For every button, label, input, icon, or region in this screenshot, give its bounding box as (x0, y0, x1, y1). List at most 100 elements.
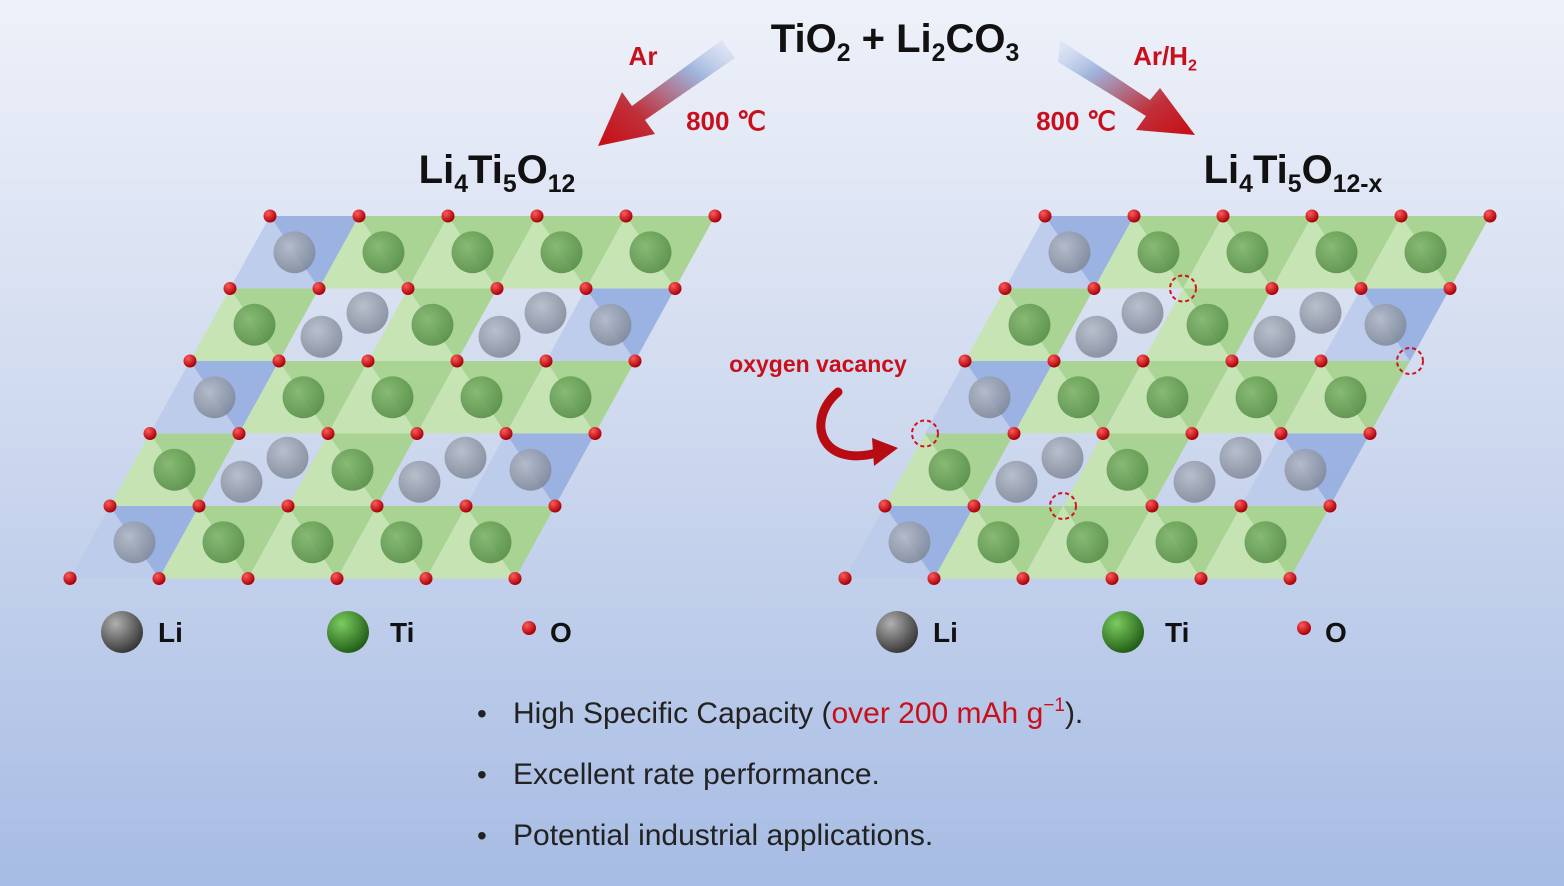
o-atom-icon (419, 572, 433, 585)
lattice-cell-ti (288, 433, 417, 506)
li-atom-icon (1075, 315, 1118, 358)
o-atom-icon (1185, 427, 1199, 440)
ti-atom-icon (1066, 521, 1109, 564)
lattice-cell-ti (1023, 506, 1152, 579)
o-atom-icon (508, 572, 522, 585)
o-atom-icon (1136, 354, 1150, 368)
subscript: 5 (503, 171, 517, 198)
ti-atom-icon (1226, 231, 1269, 274)
ti-atom-icon (1008, 303, 1051, 346)
o-atom-icon (539, 354, 553, 368)
li-atom-icon (589, 303, 632, 346)
o-atom-icon (1314, 354, 1328, 368)
formula-text: Ar (629, 41, 658, 71)
o-atom-icon (1265, 282, 1279, 295)
arrow-to-left-product-icon (598, 40, 735, 146)
o-atom-icon (530, 209, 544, 223)
o-atom-icon (490, 282, 504, 295)
lattice-cell-li (925, 361, 1054, 434)
lattice-cell-ti (506, 361, 635, 434)
lattice-cell-ti (586, 216, 715, 289)
o-atom-icon (1087, 282, 1101, 295)
legend-item-o: O (1297, 617, 1347, 648)
o-atom-icon (281, 499, 295, 513)
right-product-formula: Li4Ti5O12-x (1204, 148, 1383, 198)
o-atom-icon (361, 354, 375, 368)
li-atom-icon (346, 291, 389, 334)
li-atom-icon (398, 460, 441, 503)
o-atom-icon (183, 354, 197, 368)
formula-text: Ti (468, 148, 503, 192)
o-atom-icon (1354, 282, 1368, 295)
lattice-cell-ti (1361, 216, 1490, 289)
ti-atom-icon (928, 448, 971, 491)
o-atom-icon (1363, 427, 1377, 440)
oxygen-vacancy-icon (1169, 274, 1197, 303)
subscript: 12-x (1333, 171, 1383, 198)
formula-text: Ti (1253, 148, 1288, 192)
lattice-cell-ti (1272, 216, 1401, 289)
lattice-cell-ti (159, 506, 288, 579)
subscript: 2 (1188, 57, 1197, 75)
o-atom-icon (958, 354, 972, 368)
li-atom-icon (478, 315, 521, 358)
o-atom-icon (579, 282, 593, 295)
ti-atom-icon (1102, 611, 1144, 653)
li-atom-icon (1041, 436, 1084, 479)
lattice-cell-lipair (1253, 291, 1342, 358)
ti-atom-icon (1244, 521, 1287, 564)
lattice-cell-ti (190, 288, 319, 361)
feature-list: • High Specific Capacity (over 200 mAh g… (477, 695, 1083, 852)
formula-text: Ar/H (1133, 41, 1188, 71)
formula-text: CO (945, 17, 1005, 61)
ti-atom-icon (371, 376, 414, 419)
o-atom-icon (1394, 209, 1408, 223)
oxygen-vacancy-icon (1396, 347, 1424, 375)
legend-item-li: Li (101, 611, 183, 653)
ti-atom-icon (1106, 448, 1149, 491)
li-atom-icon (995, 460, 1038, 503)
curved-arrow-icon (816, 387, 898, 466)
bullet-icon: • (477, 759, 487, 790)
li-atom-icon (888, 521, 931, 564)
o-atom-icon (352, 209, 366, 223)
o-atom-icon (1234, 499, 1248, 513)
legend-item-o: O (522, 617, 572, 648)
ti-atom-icon (549, 376, 592, 419)
formula-text: Li (1204, 148, 1240, 192)
ti-atom-icon (460, 376, 503, 419)
formula-text: O (1302, 148, 1333, 192)
li-atom-icon (113, 521, 156, 564)
li-atom-icon (876, 611, 918, 653)
lattice-cell-ti (319, 216, 448, 289)
lattice-cell-ti (497, 216, 626, 289)
o-atom-icon (927, 572, 941, 585)
o-atom-icon (838, 571, 852, 585)
lattice-cell-ti (934, 506, 1063, 579)
lattice-cell-ti (885, 433, 1014, 506)
o-atom-icon (628, 354, 642, 368)
lattice-cell-ti (110, 433, 239, 506)
o-atom-icon (223, 282, 237, 295)
lattice-cell-ti (408, 216, 537, 289)
li-atom-icon (300, 315, 343, 358)
o-atom-icon (1127, 209, 1141, 223)
li-atom-icon (193, 376, 236, 419)
formula-text: TiO (771, 17, 837, 61)
li-atom-icon (1048, 231, 1091, 274)
subscript: 4 (454, 171, 468, 198)
o-atom-icon (1323, 499, 1337, 513)
right-temperature-label: 800 ℃ (1036, 106, 1116, 136)
o-atom-icon (998, 282, 1012, 295)
feature-capacity-value: over 200 mAh g (831, 697, 1043, 730)
left-product-formula: Li4Ti5O12 (419, 148, 576, 198)
ti-atom-icon (153, 448, 196, 491)
li-atom-icon (1364, 303, 1407, 346)
lattice-cell-li (1005, 216, 1134, 289)
right-atmosphere-label: Ar/H2 (1133, 41, 1197, 75)
lattice-li4ti5o12-x (838, 209, 1497, 585)
li-atom-icon (509, 448, 552, 491)
o-atom-icon (370, 499, 384, 513)
ti-atom-icon (411, 303, 454, 346)
ti-atom-icon (1315, 231, 1358, 274)
